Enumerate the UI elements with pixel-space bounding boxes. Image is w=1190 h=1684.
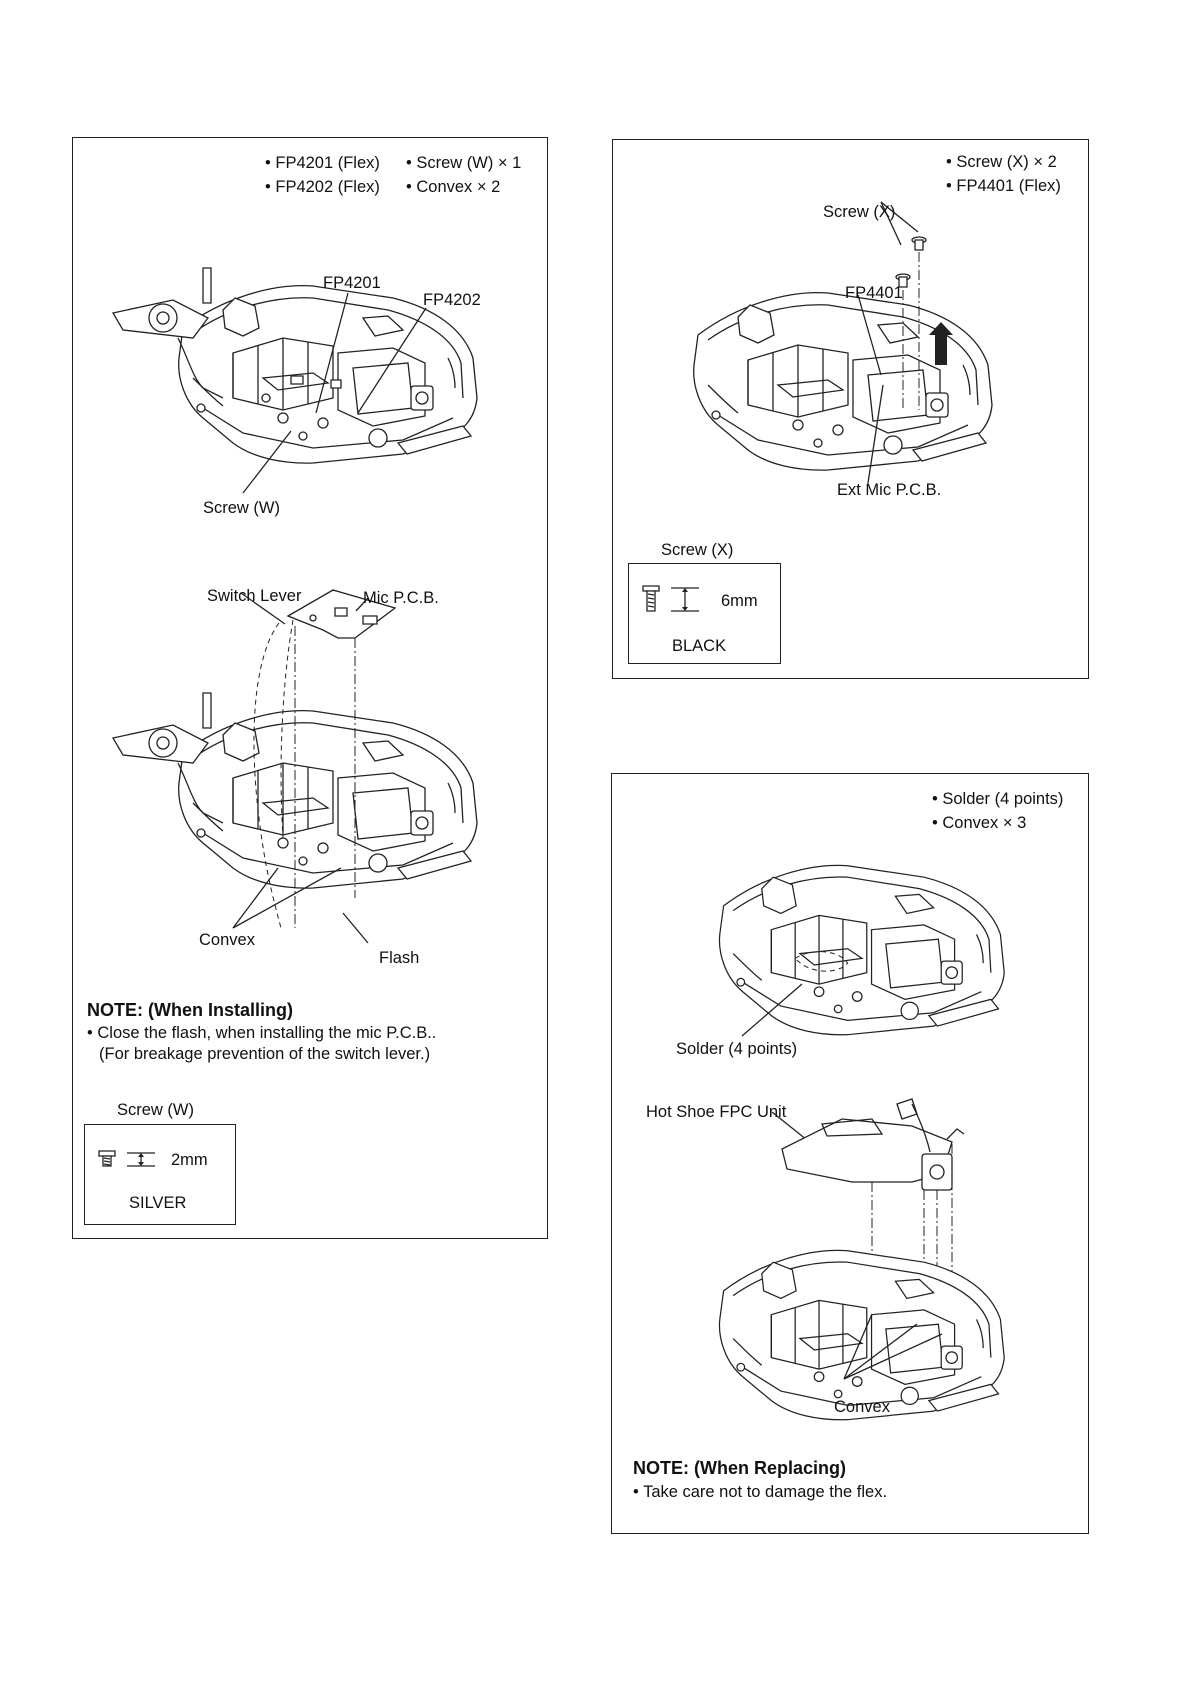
label-screw-x: Screw (X) xyxy=(823,203,896,221)
leader-lines-ext-mic xyxy=(613,140,953,680)
bullet-fp4202: • FP4202 (Flex) xyxy=(265,178,380,196)
label-flash: Flash xyxy=(379,949,420,967)
label-fp4401: FP4401 xyxy=(845,284,903,302)
screw-w-length: 2mm xyxy=(171,1151,208,1169)
label-mic-pcb: Mic P.C.B. xyxy=(363,589,439,607)
label-fp4202: FP4202 xyxy=(423,291,481,309)
bullet-solder: • Solder (4 points) xyxy=(932,790,1064,808)
screw-x-caption: Screw (X) xyxy=(661,541,734,559)
note-line-2: (For breakage prevention of the switch l… xyxy=(99,1045,431,1063)
chassis-drawing-solder xyxy=(718,864,1005,1036)
screw-x-color: BLACK xyxy=(672,637,727,655)
label-convex: Convex xyxy=(834,1398,890,1416)
note-title-replacing: NOTE: (When Replacing) xyxy=(633,1458,846,1478)
bullet-fp4401: • FP4401 (Flex) xyxy=(946,177,1061,195)
label-hot-shoe-fpc-unit: Hot Shoe FPC Unit xyxy=(646,1103,787,1121)
screw-w-caption: Screw (W) xyxy=(117,1101,194,1119)
hot-shoe-fpc-drawing xyxy=(612,774,1090,1534)
bullet-convex: • Convex × 3 xyxy=(932,814,1027,832)
label-solder: Solder (4 points) xyxy=(676,1040,798,1058)
bullet-screw-x: • Screw (X) × 2 xyxy=(946,153,1057,171)
bullet-screw-w: • Screw (W) × 1 xyxy=(406,154,522,172)
disassembly-panel-hot-shoe: • Solder (4 points) • Convex × 3 Solder … xyxy=(611,773,1089,1534)
leader-lines-top xyxy=(73,138,549,538)
disassembly-panel-mic-pcb: • FP4201 (Flex) • Screw (W) × 1 • FP4202… xyxy=(72,137,548,1239)
bullet-convex: • Convex × 2 xyxy=(406,178,501,196)
label-convex: Convex xyxy=(199,931,255,949)
label-screw-w: Screw (W) xyxy=(203,499,280,517)
screw-x-a xyxy=(912,237,926,250)
screw-w-color: SILVER xyxy=(129,1194,187,1212)
note-line-1: • Close the flash, when installing the m… xyxy=(87,1024,437,1042)
disassembly-panel-ext-mic: • Screw (X) × 2 • FP4401 (Flex) Screw (X… xyxy=(612,139,1089,679)
label-switch-lever: Switch Lever xyxy=(207,587,302,605)
note-line-1: • Take care not to damage the flex. xyxy=(633,1483,888,1501)
label-ext-mic-pcb: Ext Mic P.C.B. xyxy=(837,481,942,499)
bullet-fp4201: • FP4201 (Flex) xyxy=(265,154,380,172)
leader-lines-convex xyxy=(612,774,1090,1534)
note-title-installing: NOTE: (When Installing) xyxy=(87,1000,293,1020)
screw-x-length: 6mm xyxy=(721,592,758,610)
screw-x-b xyxy=(896,274,910,287)
mic-pcb-drawing xyxy=(73,138,549,1238)
screw-icon xyxy=(97,1145,197,1185)
label-fp4201: FP4201 xyxy=(323,274,381,292)
chassis-drawing-top xyxy=(103,248,493,488)
screw-x-spec-box: 6mm BLACK xyxy=(628,563,781,664)
screw-icon xyxy=(641,582,741,622)
screw-w-spec-box: 2mm SILVER xyxy=(84,1124,236,1225)
